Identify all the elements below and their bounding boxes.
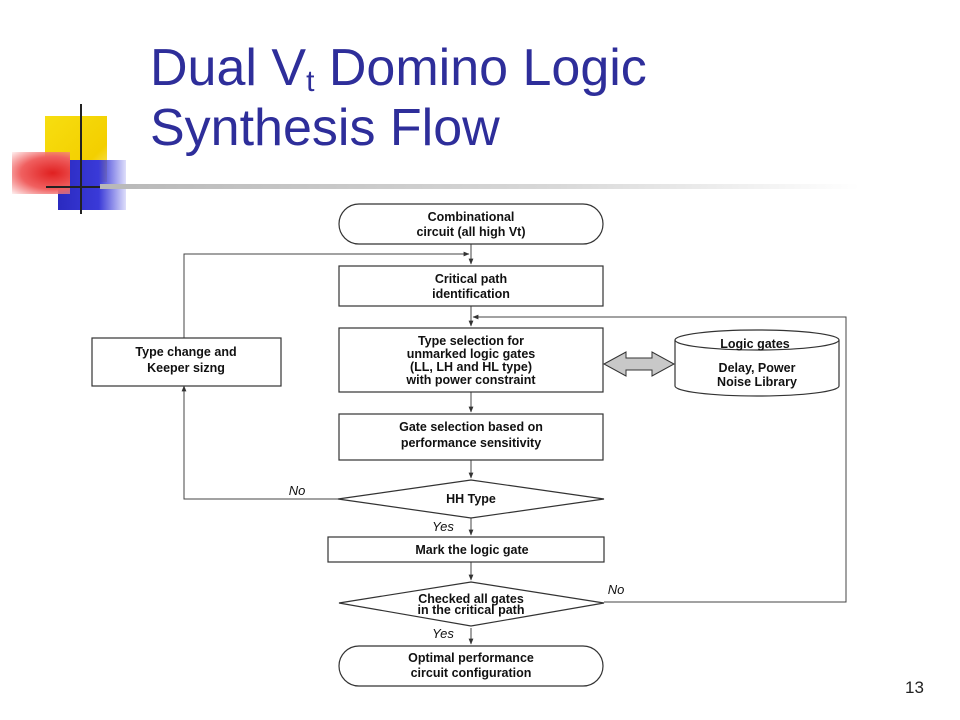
type-line1: Type selection for: [418, 334, 524, 348]
hh-decision: HH Type: [337, 479, 605, 519]
start-line1: Combinational: [428, 210, 515, 224]
arrow-checked-no-loop: [472, 314, 847, 603]
title-line2: Synthesis Flow: [150, 99, 500, 157]
type-line2: unmarked logic gates: [407, 347, 536, 361]
gate-line2: performance sensitivity: [401, 436, 541, 450]
start-line2: circuit (all high Vt): [416, 225, 525, 239]
library-cylinder: Logic gates Delay, Power Noise Library: [674, 329, 840, 397]
deco-horizontal-line: [46, 186, 118, 188]
arrow-hh-no-loop: [181, 385, 338, 500]
title-part1: Dual V: [150, 39, 307, 97]
slide-number: 13: [905, 678, 924, 697]
title-underline: [100, 184, 860, 189]
typechange-line1: Type change and: [135, 345, 236, 359]
library-line2: Noise Library: [717, 375, 797, 389]
type-line4: with power constraint: [405, 373, 536, 387]
critical-line2: identification: [432, 287, 510, 301]
label-yes-hh: Yes: [432, 519, 454, 534]
end-line2: circuit configuration: [411, 666, 532, 680]
label-no-checked: No: [608, 582, 625, 597]
critical-line1: Critical path: [435, 272, 507, 286]
label-yes-checked: Yes: [432, 626, 454, 641]
type-change-box: Type change and Keeper sizng: [91, 337, 282, 387]
end-line1: Optimal performance: [408, 651, 534, 665]
library-line1: Delay, Power: [719, 361, 796, 375]
title-part2: Domino Logic: [314, 39, 647, 97]
hh-label: HH Type: [446, 492, 496, 506]
double-arrow: [602, 351, 676, 377]
connectors: [181, 244, 847, 645]
checked-decision: Checked all gates in the critical path: [338, 581, 605, 627]
label-no-hh: No: [289, 483, 306, 498]
gate-line1: Gate selection based on: [399, 420, 543, 434]
checked-line1: Checked all gates: [418, 592, 524, 606]
start-terminator: Combinational circuit (all high Vt): [338, 203, 604, 245]
slide-title: Dual Vt Domino Logic Synthesis Flow: [150, 38, 930, 158]
gate-selection-box: Gate selection based on performance sens…: [338, 413, 604, 461]
arrow-typechange-loop: [183, 251, 470, 338]
critical-path-box: Critical path identification: [338, 265, 604, 307]
library-title: Logic gates: [720, 337, 790, 351]
type-selection-box: Type selection for unmarked logic gates …: [338, 327, 604, 393]
mark-label: Mark the logic gate: [415, 543, 528, 557]
type-line3: (LL, LH and HL type): [410, 360, 532, 374]
end-terminator: Optimal performance circuit configuratio…: [338, 645, 604, 687]
mark-gate-box: Mark the logic gate: [327, 536, 605, 563]
typechange-line2: Keeper sizng: [147, 361, 225, 375]
checked-line2: in the critical path: [418, 603, 525, 617]
deco-vertical-line: [80, 104, 82, 214]
title-subscript: t: [306, 65, 315, 98]
